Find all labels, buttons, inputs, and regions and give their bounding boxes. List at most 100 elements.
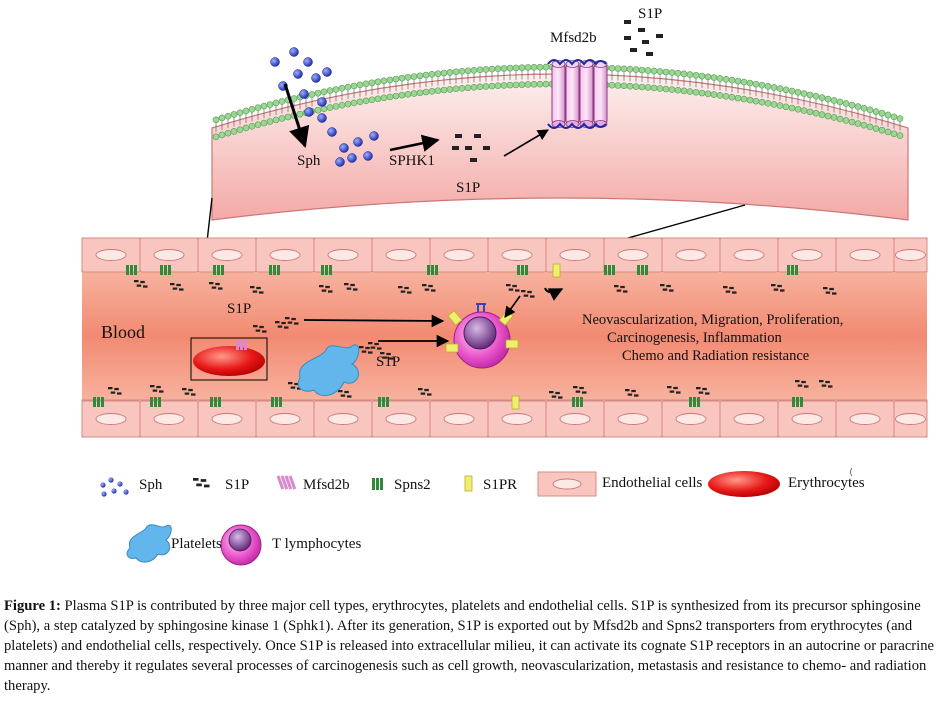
endothelial-nucleus: [327, 249, 359, 261]
s1p-dash: [209, 282, 214, 285]
spns2-segment: [693, 397, 696, 407]
s1p-dash: [797, 384, 803, 387]
lipid-head: [416, 72, 424, 80]
lipid-head: [254, 104, 262, 111]
s1p-molecule: [170, 283, 184, 291]
s1p-dash: [211, 286, 217, 289]
endothelial-row-top: [81, 237, 928, 273]
s1p-dash: [515, 289, 520, 292]
endothelial-nucleus: [895, 249, 926, 261]
lipid-head: [788, 104, 796, 112]
lipid-head: [896, 115, 904, 122]
spns2-segment: [645, 265, 648, 275]
s1pr-receptor: [505, 339, 519, 349]
s1p-molecule: [250, 286, 264, 294]
endothelial-nucleus: [95, 249, 127, 261]
lipid-head: [776, 85, 784, 92]
lipid-head: [434, 70, 442, 77]
spns2-segment: [604, 265, 607, 275]
s1p-dash: [616, 289, 622, 292]
s1p-outer-label: S1P: [638, 6, 663, 22]
lipid-head: [824, 95, 832, 103]
spns2-transporter: [210, 397, 221, 407]
lipid-head: [410, 73, 418, 80]
lipid-head: [686, 88, 694, 95]
lipid-head: [374, 78, 382, 86]
lipid-head: [506, 81, 514, 89]
s1p-dash: [285, 317, 290, 320]
arrow-sph-entry: [283, 83, 310, 148]
lipid-head: [728, 93, 736, 101]
lipid-head: [464, 67, 472, 75]
lipid-head: [530, 81, 538, 88]
endothelial-nucleus: [733, 249, 765, 261]
s1p-dash: [555, 391, 560, 395]
s1p-dash: [623, 290, 628, 293]
spns2-transporter: [637, 265, 648, 275]
lipid-head: [896, 132, 904, 139]
s1p-dash: [297, 387, 302, 390]
s1p-dash: [140, 280, 145, 284]
spns2-segment: [791, 265, 794, 275]
lipid-head: [740, 95, 748, 103]
spns2-segment: [792, 397, 795, 407]
t-lymphocyte-nucleus: [463, 316, 497, 350]
spns2-transporter: [150, 397, 161, 407]
s1p-dash: [368, 342, 373, 345]
endothelial-nucleus: [849, 249, 881, 261]
s1p-dash: [624, 36, 631, 40]
s1p-molecule: [182, 388, 196, 396]
lipid-head: [716, 92, 724, 99]
lipid-head: [722, 92, 730, 100]
mfsd2b-icon-segment: [280, 475, 289, 490]
s1p-dash: [188, 388, 193, 392]
spns2-segment: [787, 265, 790, 275]
s1p-dash: [669, 289, 674, 292]
sph-molecule: [293, 69, 303, 79]
lipid-head: [776, 102, 784, 109]
lipid-head: [734, 94, 742, 102]
s1p-dash: [277, 325, 283, 328]
platelet-icon: [126, 524, 172, 563]
lipid-head: [392, 92, 400, 100]
lipid-head: [440, 69, 448, 77]
lipid-head: [278, 98, 286, 105]
s1p-dash: [382, 356, 388, 359]
s1p-molecule: [209, 282, 223, 290]
lipid-head: [500, 82, 508, 89]
lipid-head: [626, 65, 634, 73]
sph-dots-icon: [123, 489, 129, 495]
s1p-dash: [319, 285, 324, 288]
lipid-head: [872, 108, 880, 115]
spns2-segment: [218, 397, 221, 407]
sph-molecule: [363, 151, 373, 161]
s1p-dash: [474, 134, 481, 138]
spns2-transporter: [517, 265, 528, 275]
s1p-dash: [172, 287, 178, 290]
spns2-transporter: [572, 397, 583, 407]
s1p-dash: [250, 286, 255, 289]
endothelial-nucleus: [211, 249, 243, 261]
s1p-dash: [427, 393, 432, 396]
lipid-head: [854, 120, 862, 127]
diagram: Sph SPHK1 S1P Mfsd2b S1P Blood S1P S1P N…: [81, 6, 928, 566]
lipid-head: [806, 91, 814, 99]
s1p-molecule: [253, 325, 267, 333]
s1p-dash: [361, 350, 367, 353]
lipid-head: [656, 68, 664, 75]
lipid-head: [524, 81, 532, 88]
spns2-segment: [641, 265, 644, 275]
s1p-molecule: [193, 478, 210, 488]
s1p-dash: [346, 287, 352, 290]
s1p-molecule: [359, 346, 373, 354]
s1p-dash: [428, 284, 433, 288]
sph-molecule: [317, 97, 327, 107]
spns2-segment: [164, 265, 167, 275]
s1p-dash: [398, 286, 403, 289]
s1p-molecule: [338, 390, 352, 398]
lipid-head: [794, 105, 802, 113]
s1p-dash: [575, 390, 581, 393]
s1p-dash: [646, 52, 653, 56]
lipid-head: [224, 112, 232, 120]
s1p-dash: [470, 158, 477, 162]
